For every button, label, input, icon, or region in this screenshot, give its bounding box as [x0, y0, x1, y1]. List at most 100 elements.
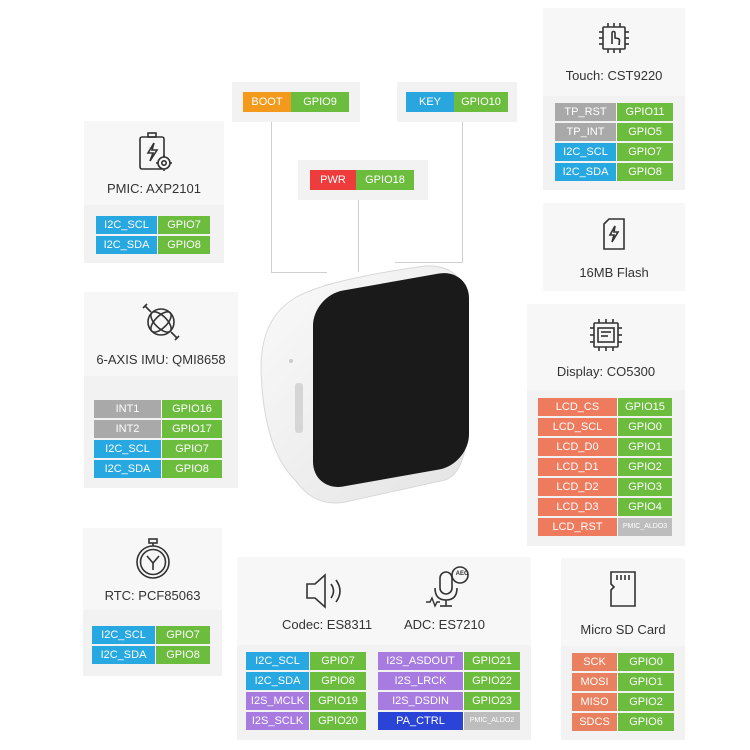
- pin-name: INT2: [94, 420, 162, 438]
- pin-gpio: GPIO1: [618, 673, 674, 691]
- boot-label: BOOT: [243, 92, 291, 112]
- pin-name: LCD_D3: [538, 498, 618, 516]
- pwr-label: PWR: [310, 170, 356, 190]
- sd-flash-icon: [603, 218, 625, 250]
- pin-gpio: GPIO19: [310, 692, 366, 710]
- device-sd-slot: [295, 383, 303, 433]
- pin-name: I2C_SDA: [92, 646, 156, 664]
- leader-line-boot-vertical: [271, 122, 272, 272]
- pin-name: SCK: [572, 653, 618, 671]
- boot-gpio: GPIO9: [291, 92, 349, 112]
- pin-gpio: GPIO20: [310, 712, 366, 730]
- adc-title: ADC: ES7210: [404, 617, 485, 632]
- boot-button-tag: BOOT GPIO9: [243, 92, 349, 112]
- pin-name: LCD_D0: [538, 438, 618, 456]
- leader-line-pwr-vertical: [358, 200, 359, 272]
- pin-name: SDCS: [572, 713, 618, 731]
- imu-title: 6-AXIS IMU: QMI8658: [96, 352, 226, 367]
- speaker-icon: [306, 573, 341, 609]
- pin-gpio: GPIO17: [162, 420, 222, 438]
- pin-name: I2S_MCLK: [246, 692, 310, 710]
- pin-name: MISO: [572, 693, 618, 711]
- pin-name: MOSI: [572, 673, 618, 691]
- leader-line-boot-horizontal: [271, 272, 327, 273]
- pwr-gpio: GPIO18: [356, 170, 414, 190]
- pin-name: I2C_SCL: [96, 216, 158, 234]
- pin-gpio: GPIO7: [156, 626, 210, 644]
- pin-name: I2S_SCLK: [246, 712, 310, 730]
- pin-gpio: GPIO8: [156, 646, 210, 664]
- aec-label: AEC: [455, 571, 469, 577]
- pin-name: I2C_SDA: [94, 460, 162, 478]
- pin-gpio: GPIO5: [617, 123, 673, 141]
- flash-card: 16MB Flash: [543, 203, 685, 291]
- pmic-title: PMIC: AXP2101: [107, 181, 201, 196]
- pin-gpio: GPIO7: [162, 440, 222, 458]
- pin-name: I2C_SDA: [555, 163, 617, 181]
- key-label: KEY: [406, 92, 454, 112]
- pin-name: LCD_RST: [538, 518, 618, 536]
- pin-gpio: GPIO8: [617, 163, 673, 181]
- battery-gear-icon: [139, 132, 172, 171]
- device-screen: [313, 273, 469, 487]
- pin-gpio: GPIO4: [618, 498, 672, 516]
- pin-name: I2S_LRCK: [378, 672, 464, 690]
- codec-title: Codec: ES8311: [282, 617, 373, 632]
- pin-gpio: GPIO7: [158, 216, 210, 234]
- pin-name: I2C_SDA: [246, 672, 310, 690]
- key-gpio: GPIO10: [454, 92, 508, 112]
- pin-gpio: GPIO3: [618, 478, 672, 496]
- pin-name: I2C_SCL: [92, 626, 156, 644]
- pin-gpio: GPIO2: [618, 458, 672, 476]
- rtc-title: RTC: PCF85063: [104, 588, 201, 603]
- pin-name: I2S_DSDIN: [378, 692, 464, 710]
- pin-gpio: GPIO15: [618, 398, 672, 416]
- pin-name: TP_RST: [555, 103, 617, 121]
- pin-gpio: GPIO22: [464, 672, 520, 690]
- leader-line-key-horizontal: [395, 262, 463, 263]
- pin-name: LCD_CS: [538, 398, 618, 416]
- pin-name: INT1: [94, 400, 162, 418]
- pin-gpio: GPIO6: [618, 713, 674, 731]
- pin-gpio: GPIO7: [310, 652, 366, 670]
- pin-name: LCD_D1: [538, 458, 618, 476]
- pin-name: I2C_SCL: [555, 143, 617, 161]
- pin-gpio: GPIO0: [618, 653, 674, 671]
- pin-name: LCD_D2: [538, 478, 618, 496]
- sdcard-title: Micro SD Card: [580, 622, 666, 637]
- pin-gpio: GPIO8: [158, 236, 210, 254]
- pin-name: I2C_SCL: [246, 652, 310, 670]
- microphone-aec-icon: [426, 566, 469, 608]
- pin-name: I2C_SCL: [94, 440, 162, 458]
- micro-sd-card-icon: [610, 571, 636, 607]
